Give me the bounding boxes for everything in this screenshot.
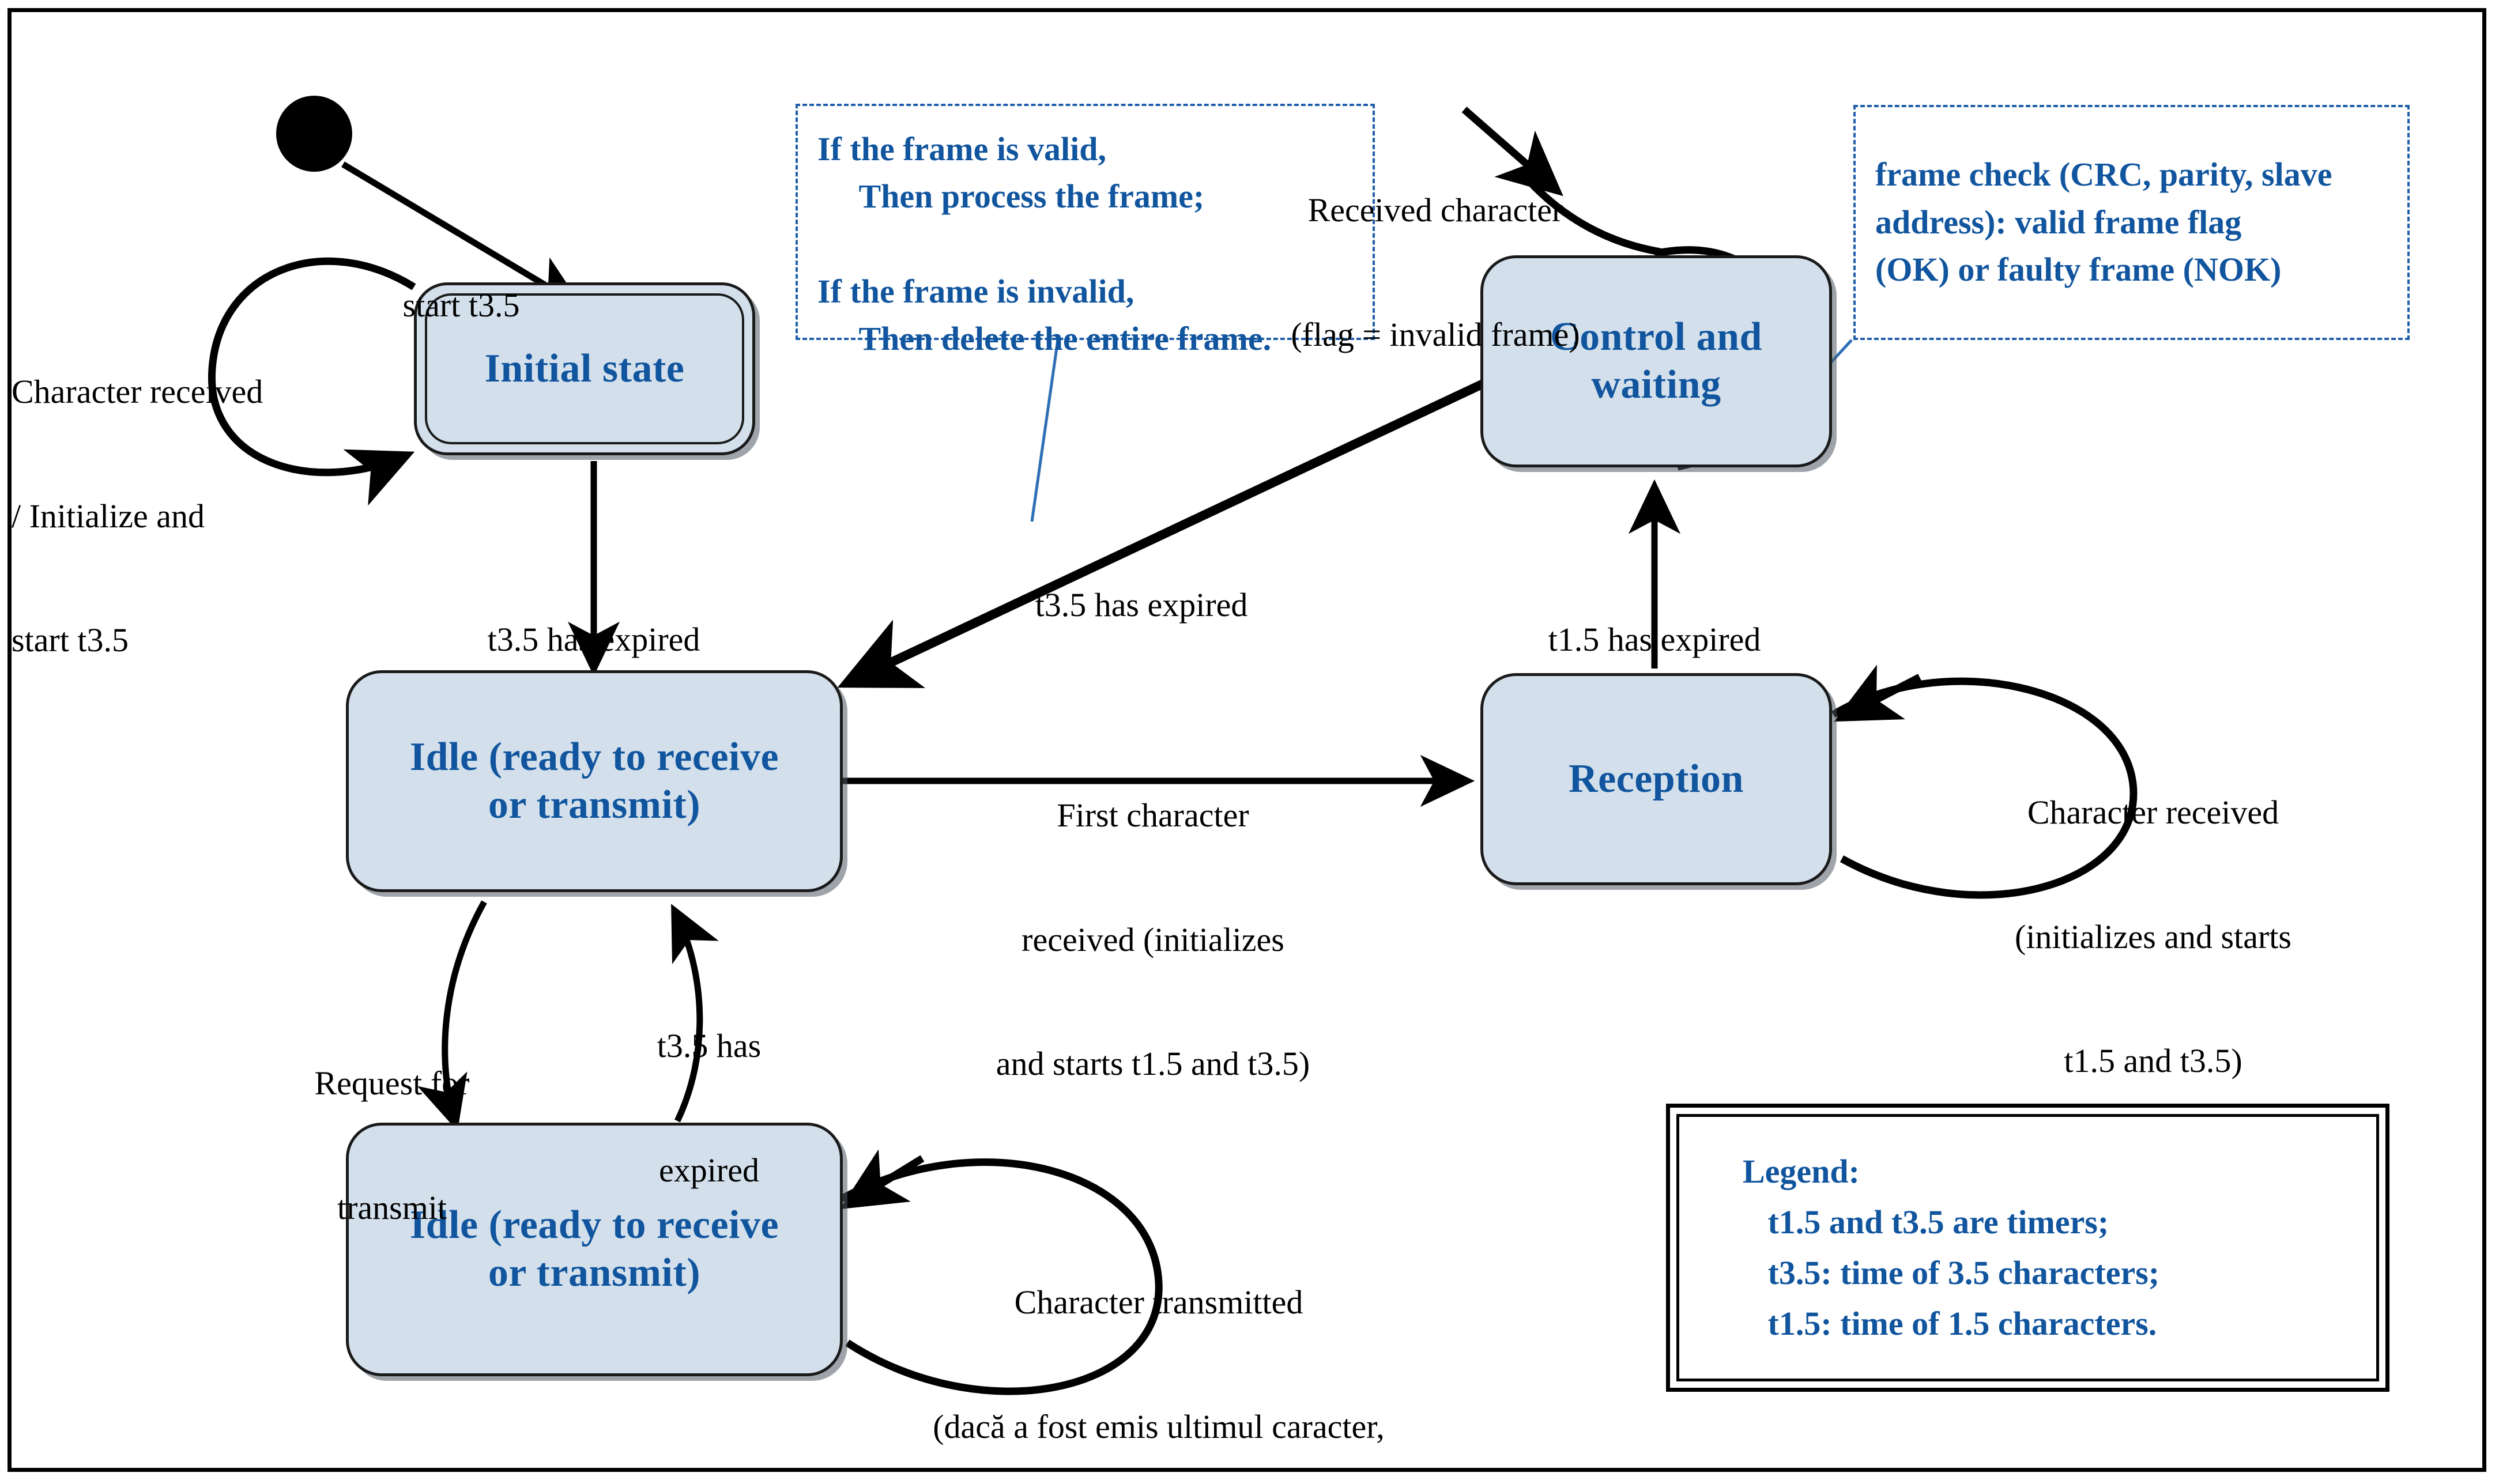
state-control-line-1: Control and xyxy=(1550,315,1762,360)
label-initial-self-line-2: / Initialize and xyxy=(12,497,205,535)
label-control-self-loop: Received character (flag = invalid frame… xyxy=(1222,107,1649,438)
label-transmit-self-loop: Character transmitted (dacă a fost emis … xyxy=(819,1199,1499,1484)
label-idle-to-reception-line-3: and starts t1.5 and t3.5) xyxy=(996,1045,1310,1083)
label-reception-self-line-1: Character received xyxy=(2027,793,2279,831)
state-control-and-waiting[interactable]: Control and waiting xyxy=(1480,255,1832,467)
state-idle-top-line-1: Idle (ready to receive xyxy=(409,734,779,779)
state-idle-bottom-label: Idle (ready to receive or transmit) xyxy=(401,1202,788,1297)
note-validity-line-2: Then process the frame; xyxy=(817,178,1205,216)
state-idle-bottom-line-1: Idle (ready to receive xyxy=(409,1203,779,1248)
edge-idle-to-transmit xyxy=(417,900,487,1131)
state-idle-top-line-2: or transmit) xyxy=(488,782,701,827)
note-validity-line-1: If the frame is valid, xyxy=(817,130,1106,168)
state-initial[interactable]: Initial state xyxy=(414,282,755,455)
label-transmit-to-idle: t3.5 has expired xyxy=(594,942,824,1274)
state-control-line-2: waiting xyxy=(1591,362,1721,407)
state-reception[interactable]: Reception xyxy=(1480,673,1832,885)
edge-reception-self-loop-head xyxy=(1834,664,1921,722)
label-transmit-self-line-2: (dacă a fost emis ultimul caracter, xyxy=(933,1407,1385,1445)
label-reception-self-loop: Character received (initializes and star… xyxy=(1914,709,2392,1165)
edge-control-self-loop-tail xyxy=(1519,170,1661,256)
label-control-self-line-1: Received character xyxy=(1307,191,1563,229)
note-frame-validity: If the frame is valid, Then process the … xyxy=(796,104,1375,357)
label-control-self-line-2: (flag = invalid frame) xyxy=(1291,315,1580,353)
state-idle-bottom[interactable]: Idle (ready to receive or transmit) xyxy=(346,1123,843,1376)
note-validity-line-4: If the frame is invalid, xyxy=(817,273,1134,311)
edge-control-to-idle xyxy=(837,376,1492,688)
label-reception-self-line-3: t1.5 and t3.5) xyxy=(2064,1042,2242,1080)
legend-item-1: t1.5 and t3.5 are timers; xyxy=(1743,1203,2109,1241)
label-idle-to-reception: First character received (initializes an… xyxy=(922,712,1384,1168)
label-idle-to-reception-line-1: First character xyxy=(1057,796,1249,834)
edge-initial-self-loop xyxy=(208,257,416,506)
note-leader-validity xyxy=(1030,339,1060,522)
state-reception-label: Reception xyxy=(1569,756,1744,801)
label-reception-self-line-2: (initializes and starts xyxy=(2015,917,2291,956)
label-transmit-to-idle-line-1: t3.5 has xyxy=(657,1026,762,1064)
edge-reception-self-loop xyxy=(1831,677,2138,899)
state-initial-label: Initial state xyxy=(484,346,685,391)
label-request-line-1: Request for xyxy=(314,1064,470,1102)
legend-item-2: t3.5: time of 3.5 characters; xyxy=(1743,1254,2160,1292)
legend-box: Legend: t1.5 and t3.5 are timers; t3.5: … xyxy=(1666,1104,2389,1392)
label-request-line-2: transmit xyxy=(337,1188,447,1226)
edge-transmit-self-loop-head xyxy=(839,1149,925,1210)
label-initial-to-idle: t3.5 has expired xyxy=(438,536,749,743)
edge-control-self-loop-head xyxy=(1461,107,1563,197)
state-idle-top[interactable]: Idle (ready to receive or transmit) xyxy=(346,670,843,892)
edge-transmit-self-loop xyxy=(839,1158,1163,1395)
label-initial-self-loop: Character received / Initialize and star… xyxy=(12,288,369,744)
note-validity-line-5: Then delete the entire frame. xyxy=(817,320,1272,358)
label-request-for-transmit: Request for transmit xyxy=(254,980,530,1311)
note-check-line-3: (OK) or faulty frame (NOK) xyxy=(1875,251,2282,289)
legend-item-3: t1.5: time of 1.5 characters. xyxy=(1743,1305,2157,1343)
label-start-t35-text: start t3.5 xyxy=(402,286,520,324)
edge-start-to-initial xyxy=(341,161,583,308)
label-control-to-idle: t3.5 has expired xyxy=(980,501,1303,709)
label-reception-to-control-text: t1.5 has expired xyxy=(1548,620,1761,658)
legend-title: Legend: xyxy=(1743,1152,1860,1190)
state-control-label: Control and waiting xyxy=(1541,314,1771,409)
note-frame-check: frame check (CRC, parity, slave address)… xyxy=(1853,105,2410,340)
label-idle-to-reception-line-2: received (initializes xyxy=(1022,920,1284,958)
start-dot xyxy=(276,96,352,172)
label-initial-to-idle-text: t3.5 has expired xyxy=(487,620,700,658)
label-reception-to-control: t1.5 has expired xyxy=(1487,536,1822,743)
note-check-line-2: address): valid frame flag xyxy=(1875,203,2242,241)
label-start-t35: start t3.5 xyxy=(346,202,576,409)
state-idle-bottom-line-2: or transmit) xyxy=(488,1251,701,1295)
edge-transmit-to-idle xyxy=(671,904,719,1123)
label-control-to-idle-text: t3.5 has expired xyxy=(1035,586,1248,624)
note-check-line-1: frame check (CRC, parity, slave xyxy=(1875,156,2332,194)
label-transmit-to-idle-line-2: expired xyxy=(659,1151,759,1189)
legend-inner-box: Legend: t1.5 and t3.5 are timers; t3.5: … xyxy=(1676,1114,2379,1381)
state-idle-top-label: Idle (ready to receive or transmit) xyxy=(401,734,788,829)
label-initial-self-line-1: Character received xyxy=(12,372,263,410)
label-transmit-self-line-1: Character transmitted xyxy=(1014,1283,1303,1321)
label-initial-self-line-3: start t3.5 xyxy=(12,621,129,659)
